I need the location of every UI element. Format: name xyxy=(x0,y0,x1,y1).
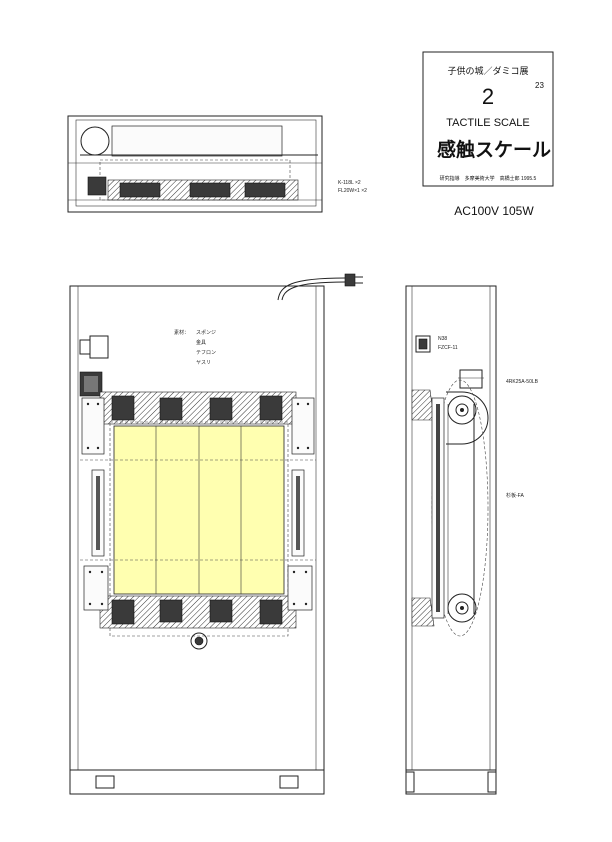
fan-circle xyxy=(80,126,110,156)
power-cord xyxy=(277,277,346,301)
title-english: TACTILE SCALE xyxy=(446,117,530,129)
motor-note: 4RK25A-50LB xyxy=(506,379,539,385)
side-view: N38 FZCF-11 4RK25A-50LB 杉板-FA xyxy=(405,285,539,795)
drive-knob xyxy=(190,632,208,650)
front-view: 素材： スポンジ 金具 テフロン ヤスリ xyxy=(69,273,363,795)
title-japanese: 感触スケール xyxy=(437,138,551,161)
title-block: 子供の城／ダミコ展 2 23 TACTILE SCALE 感触スケール 研究指導… xyxy=(422,51,554,187)
belt-note: 杉板-FA xyxy=(506,492,524,499)
material-label: 素材： xyxy=(174,329,189,336)
top-view: K-118L ×2 FL20W×1 ×2 xyxy=(67,115,367,213)
cabinet-outline xyxy=(69,285,325,795)
power-plug xyxy=(344,273,356,287)
material-1: スポンジ xyxy=(196,329,216,336)
side-cabinet-outline xyxy=(405,285,497,795)
material-2: 金具 xyxy=(196,339,206,346)
project-name: 子供の城／ダミコ展 xyxy=(447,65,528,76)
switch-box xyxy=(415,335,431,353)
side-label-2: FZCF-11 xyxy=(438,345,458,351)
sheet-number: 2 xyxy=(482,84,494,109)
title-block-frame xyxy=(422,51,554,187)
power-rating: AC100V 105W xyxy=(454,204,534,218)
lamp-note-1: K-118L ×2 xyxy=(338,180,361,186)
motor xyxy=(459,369,483,389)
material-3: テフロン xyxy=(196,350,216,356)
material-4: ヤスリ xyxy=(196,360,211,366)
sheet-sub-number: 23 xyxy=(535,81,544,90)
side-label-1: N38 xyxy=(438,336,447,342)
lamp-note-2: FL20W×1 ×2 xyxy=(338,188,367,194)
credit-footer: 研究指導 多摩美術大学 高橋士郎 1995.5 xyxy=(440,175,537,182)
